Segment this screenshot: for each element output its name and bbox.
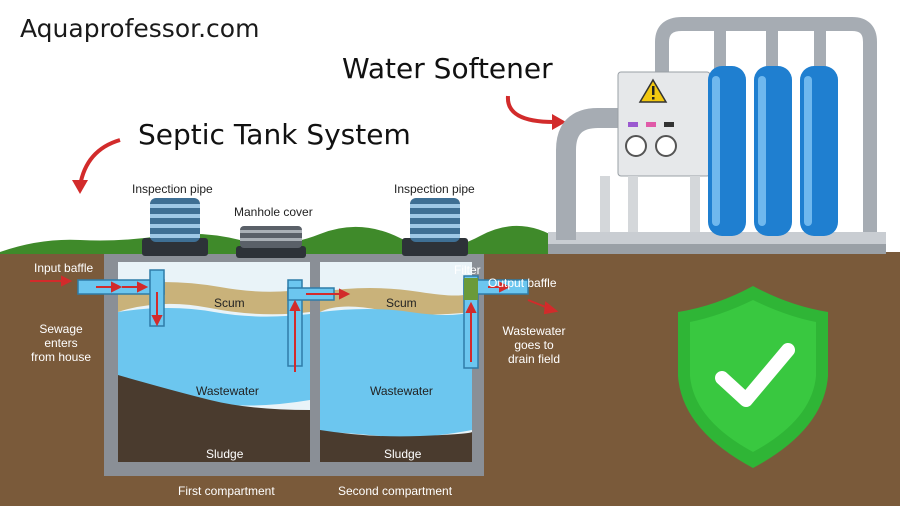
inspection-pipe-right-label: Inspection pipe xyxy=(394,182,475,196)
scum-right-label: Scum xyxy=(386,296,417,310)
wastewater-right-label: Wastewater xyxy=(370,384,433,398)
sludge-right-label: Sludge xyxy=(384,447,422,461)
inspection-pipe-left-label: Inspection pipe xyxy=(132,182,213,196)
shield-check-icon xyxy=(678,286,828,468)
softener-pointer-arrow xyxy=(505,95,555,124)
site-name: Aquaprofessor.com xyxy=(20,14,260,43)
manhole-cover xyxy=(236,226,306,258)
septic-pointer-arrow xyxy=(78,138,121,187)
warning-icon xyxy=(638,78,668,103)
input-baffle-label: Input baffle xyxy=(34,261,94,275)
wastewater-out-line-2: goes to xyxy=(514,338,554,352)
manhole-cover-label: Manhole cover xyxy=(234,205,313,219)
inspection-pipe-left xyxy=(142,198,208,256)
wastewater-out-line-3: drain field xyxy=(507,352,561,366)
water-softener-unit xyxy=(548,17,886,254)
sewage-enters-label: Sewage enters from house xyxy=(24,322,98,364)
sewage-line-1: Sewage xyxy=(39,322,83,336)
filter-label: Filter xyxy=(454,263,481,277)
water-softener-heading: Water Softener xyxy=(342,52,553,85)
first-compartment-area xyxy=(118,262,310,462)
sewage-line-2: enters xyxy=(44,336,78,350)
first-compartment-label: First compartment xyxy=(178,484,275,498)
tank-divider-wall xyxy=(310,262,320,462)
septic-tank-heading: Septic Tank System xyxy=(138,118,411,151)
second-compartment-area xyxy=(320,262,472,462)
second-compartment-label: Second compartment xyxy=(338,484,453,498)
sewage-line-3: from house xyxy=(30,350,92,364)
scum-left-label: Scum xyxy=(214,296,245,310)
output-baffle-label: Output baffle xyxy=(488,276,557,290)
wastewater-out-line-1: Wastewater xyxy=(502,324,566,338)
wastewater-out-label: Wastewater goes to drain field xyxy=(494,324,574,366)
flow-arrows xyxy=(30,275,559,372)
sludge-left-label: Sludge xyxy=(206,447,244,461)
inspection-pipe-right xyxy=(402,198,468,256)
wastewater-left-label: Wastewater xyxy=(196,384,259,398)
